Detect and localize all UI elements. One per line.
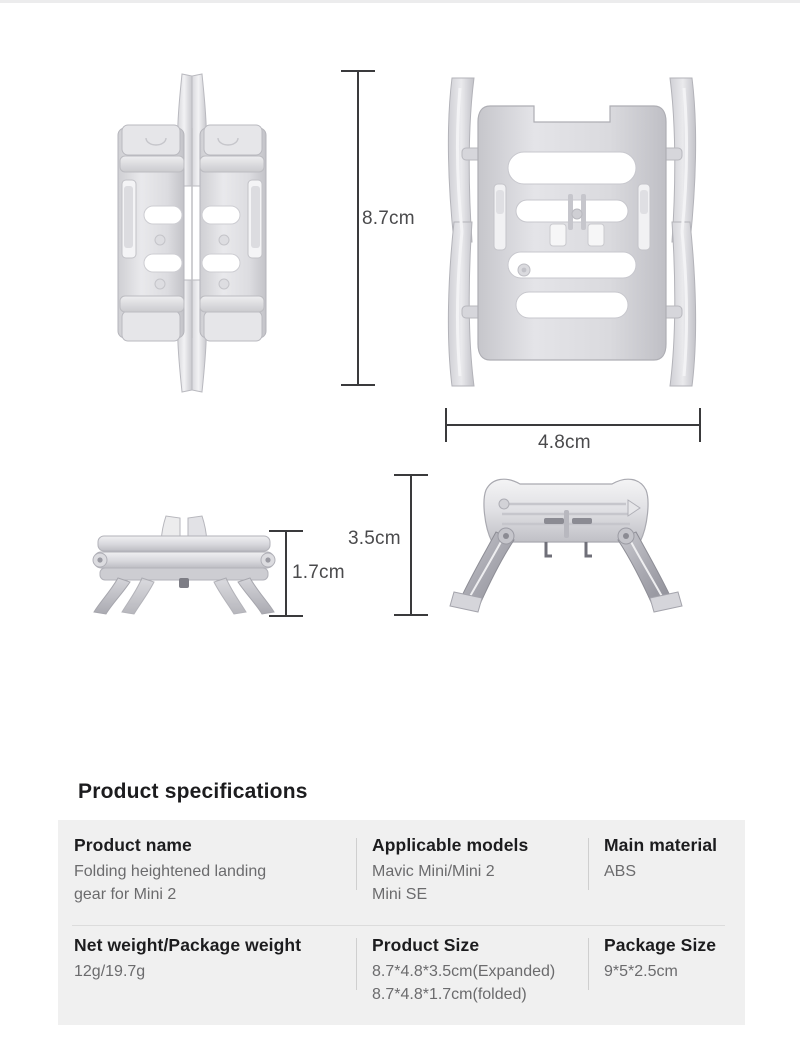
spec-section-title: Product specifications [78,780,308,803]
dimension-line-folded-height-1-7cm [269,530,303,617]
spec-table: Product name Folding heightened landing … [58,820,745,1025]
spec-cell-applicable-models: Applicable models Mavic Mini/Mini 2 Mini… [356,834,588,906]
spec-header: Applicable models [372,835,529,855]
dimension-line-width-4-8cm [445,408,701,442]
product-view-folded-top [117,73,267,393]
spec-row: Net weight/Package weight 12g/19.7g Prod… [58,934,745,1006]
dimension-label-height: 8.7cm [362,208,415,229]
spec-value: Folding heightened landing gear for Mini… [74,860,356,906]
spec-value: 8.7*4.8*3.5cm(Expanded) 8.7*4.8*1.7cm(fo… [372,960,588,1006]
spec-value: 12g/19.7g [74,960,356,983]
spec-cell-product-size: Product Size 8.7*4.8*3.5cm(Expanded) 8.7… [356,934,588,1006]
spec-value-line: Folding heightened landing [74,862,267,880]
dimension-label-expanded-height: 3.5cm [348,528,401,549]
spec-header: Product name [74,835,192,855]
spec-value-line: Mini SE [372,885,428,903]
spec-header: Package Size [604,935,717,955]
spec-row-divider [72,925,725,926]
dimension-line-height-8-7cm [341,70,375,386]
spec-cell-product-name: Product name Folding heightened landing … [58,834,356,906]
spec-header: Main material [604,835,718,855]
spec-value-line: 8.7*4.8*3.5cm(Expanded) [372,962,556,980]
spec-header: Product Size [372,935,480,955]
spec-cell-main-material: Main material ABS [588,834,745,906]
spec-value: ABS [604,860,745,883]
top-hairline [0,0,800,3]
dimension-label-folded-height: 1.7cm [292,562,345,583]
spec-value-line: 12g/19.7g [74,962,146,980]
spec-value-line: Mavic Mini/Mini 2 [372,862,495,880]
spec-value-line: 8.7*4.8*1.7cm(folded) [372,985,527,1003]
product-view-expanded-side [449,478,683,613]
spec-value: 9*5*2.5cm [604,960,745,983]
spec-cell-package-size: Package Size 9*5*2.5cm [588,934,745,1006]
spec-value: Mavic Mini/Mini 2 Mini SE [372,860,588,906]
spec-value-line: ABS [604,862,637,880]
product-view-folded-side [92,515,276,615]
dimension-line-expanded-height-3-5cm [394,474,428,616]
spec-row: Product name Folding heightened landing … [58,834,745,906]
spec-cell-net-weight: Net weight/Package weight 12g/19.7g [58,934,356,1006]
product-view-expanded-top [447,77,697,387]
spec-value-line: 9*5*2.5cm [604,962,678,980]
dimension-label-width: 4.8cm [538,432,591,453]
product-image-stage: 8.7cm 4.8cm 1.7cm 3.5cm [92,70,701,617]
spec-value-line: gear for Mini 2 [74,885,177,903]
spec-header: Net weight/Package weight [74,935,302,955]
